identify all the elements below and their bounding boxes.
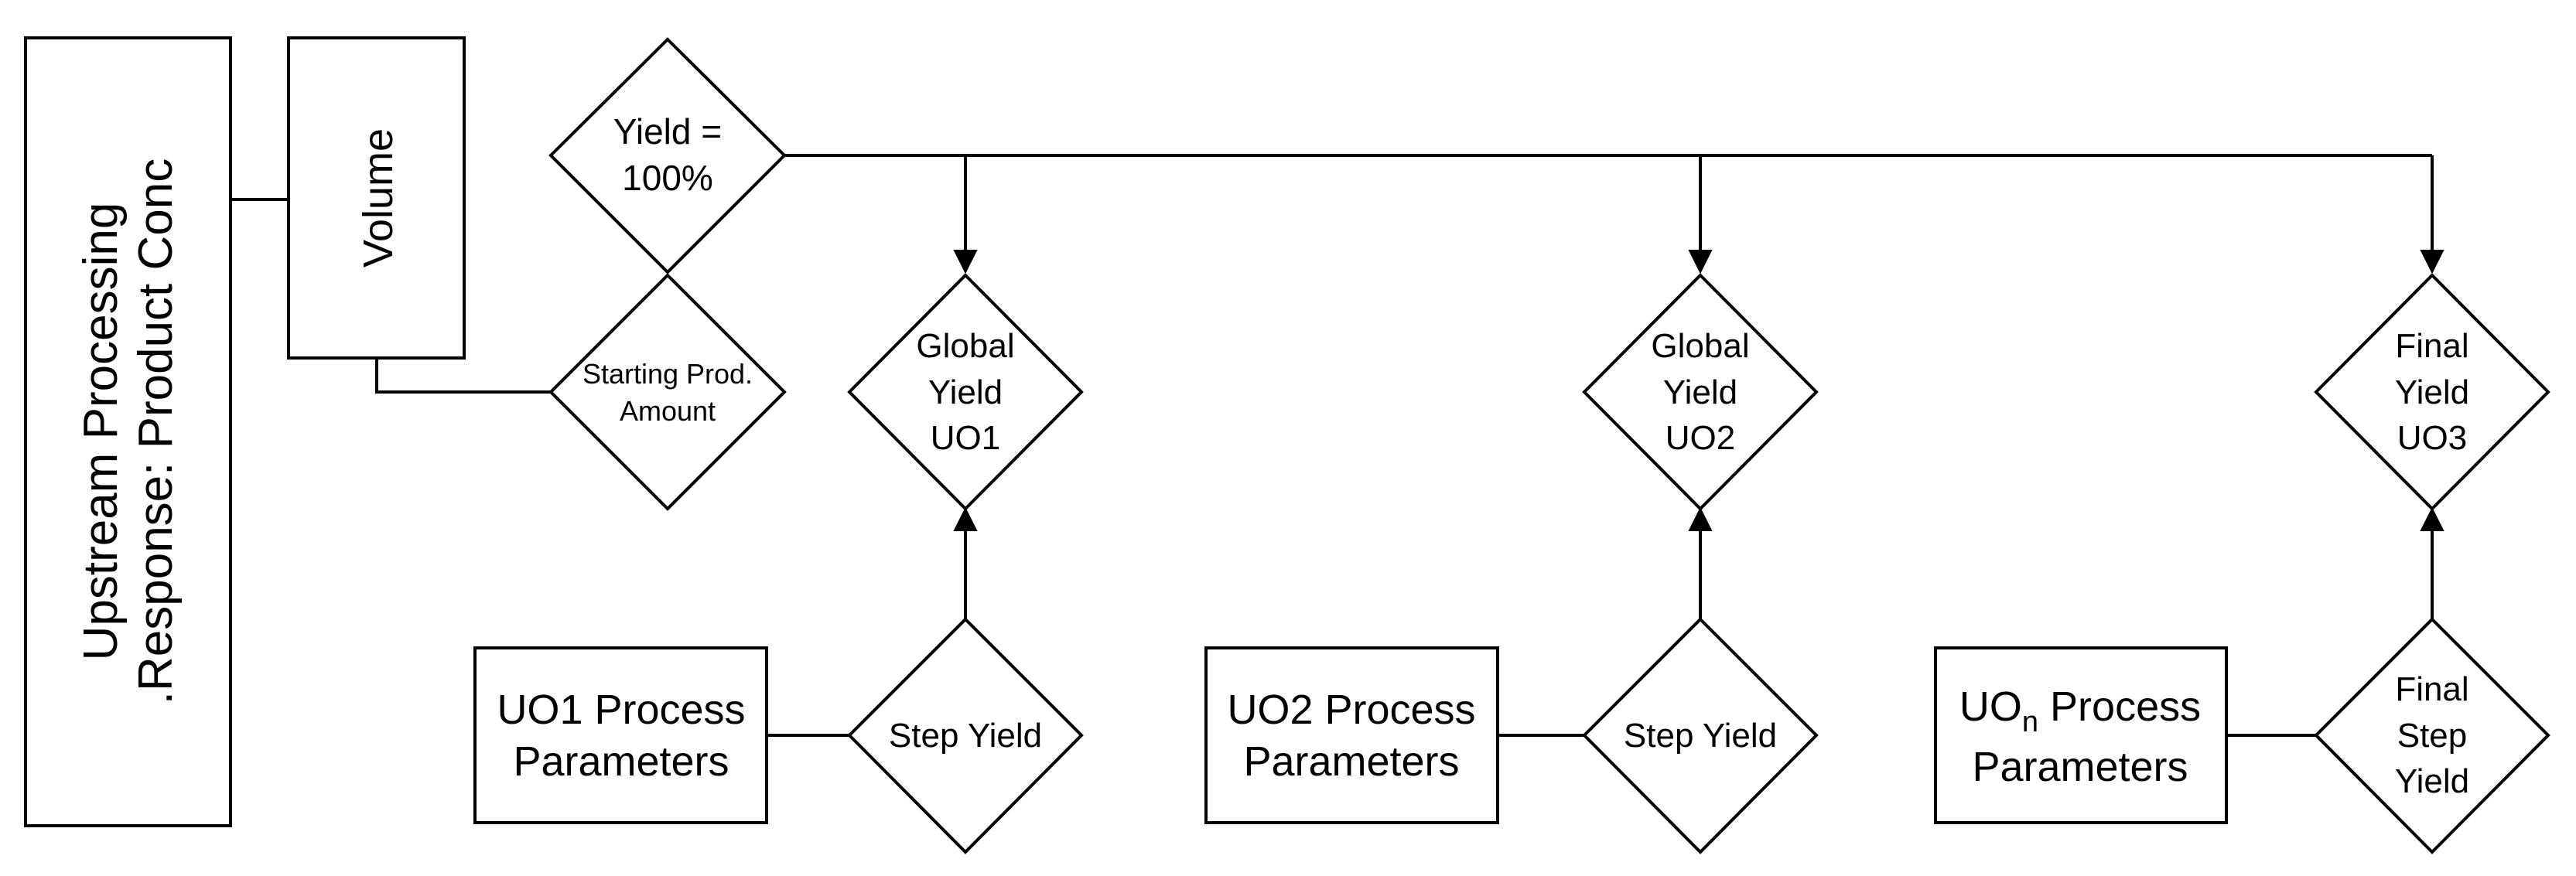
- upstream-processing-node: Upstream Processing .Response: Product C…: [24, 36, 232, 827]
- global-yield-uo2-line3: UO2: [1666, 419, 1735, 457]
- uon-params-line1-sub: n: [2022, 706, 2038, 738]
- final-step-yield-line1: Final: [2395, 670, 2468, 708]
- uo1-params-box: [473, 646, 768, 824]
- final-yield-uo3-line3: UO3: [2397, 419, 2467, 457]
- yield-start-node: Yield = 100%: [548, 37, 787, 274]
- final-yield-uo3-line1: Final: [2395, 327, 2468, 365]
- arrowhead-final-uo3: [2420, 250, 2444, 274]
- uon-params-line1-rest: Process: [2038, 683, 2201, 730]
- connector-volume-starting-amount: [375, 358, 551, 394]
- uo2-params-line1: UO2 Process: [1227, 687, 1475, 733]
- volume-box: [287, 36, 466, 360]
- upstream-processing-line2: .Response: Product Conc: [129, 158, 183, 705]
- arrowhead-global-uo1: [953, 250, 978, 274]
- uon-params-line1: UOn Process: [1959, 683, 2201, 738]
- starting-amount-node: Starting Prod. Amount: [548, 273, 787, 511]
- uo2-params-box: [1204, 646, 1499, 824]
- global-yield-uo2-diamond: [1582, 273, 1819, 511]
- uon-params-line2: Parameters: [1972, 744, 2188, 790]
- uo1-params-line1: UO1 Process: [497, 687, 745, 733]
- step-yield-1-label: Step Yield: [889, 717, 1042, 755]
- uo2-params-line2: Parameters: [1243, 738, 1459, 785]
- step-yield-2-label: Step Yield: [1624, 717, 1777, 755]
- final-yield-uo3-line2: Yield: [2395, 373, 2469, 411]
- starting-amount-line1: Starting Prod.: [583, 358, 753, 390]
- yield-start-line2: 100%: [622, 158, 713, 198]
- arrowhead-final-step-up: [2420, 506, 2444, 531]
- step-yield-1-node: Step Yield: [847, 617, 1084, 854]
- final-step-yield-line3: Yield: [2395, 762, 2469, 800]
- global-yield-uo1-diamond: [847, 273, 1084, 511]
- arrowhead-step1-up: [953, 506, 978, 531]
- volume-label: Volume: [355, 128, 401, 268]
- uo1-params-node: UO1 Process Parameters: [473, 646, 768, 824]
- starting-amount-line2: Amount: [620, 395, 716, 427]
- global-yield-uo1-line1: Global: [916, 327, 1014, 365]
- yield-start-line1: Yield =: [613, 111, 722, 152]
- uon-params-node: UOn Process Parameters: [1934, 646, 2228, 824]
- final-yield-uo3-diamond: [2314, 273, 2550, 511]
- uo1-params-line2: Parameters: [513, 738, 729, 785]
- volume-node: Volume: [287, 36, 466, 360]
- global-yield-uo2-node: Global Yield UO2: [1582, 273, 1819, 511]
- global-yield-uo1-line3: UO1: [931, 419, 1000, 457]
- global-yield-uo2-line1: Global: [1651, 327, 1749, 365]
- final-yield-uo3-node: Final Yield UO3: [2314, 273, 2550, 511]
- step-yield-2-diamond: [1582, 617, 1819, 854]
- final-step-yield-line2: Step: [2397, 717, 2468, 755]
- step-yield-2-node: Step Yield: [1582, 617, 1819, 854]
- global-yield-uo1-node: Global Yield UO1: [847, 273, 1084, 511]
- final-step-yield-diamond: [2314, 617, 2550, 854]
- yield-start-diamond: [548, 37, 787, 274]
- step-yield-1-diamond: [847, 617, 1084, 854]
- arrowhead-global-uo2: [1688, 250, 1713, 274]
- upstream-processing-box: [24, 36, 232, 827]
- uo2-params-node: UO2 Process Parameters: [1204, 646, 1499, 824]
- global-yield-uo2-line2: Yield: [1663, 373, 1737, 411]
- starting-amount-diamond: [548, 273, 787, 511]
- uon-params-line1-main: UO: [1959, 683, 2022, 730]
- upstream-processing-line1: Upstream Processing: [74, 203, 128, 661]
- connectors: [231, 154, 2444, 737]
- arrowhead-step2-up: [1688, 506, 1713, 531]
- uon-params-box: [1934, 646, 2228, 824]
- final-step-yield-node: Final Step Yield: [2314, 617, 2550, 854]
- global-yield-uo1-line2: Yield: [928, 373, 1003, 411]
